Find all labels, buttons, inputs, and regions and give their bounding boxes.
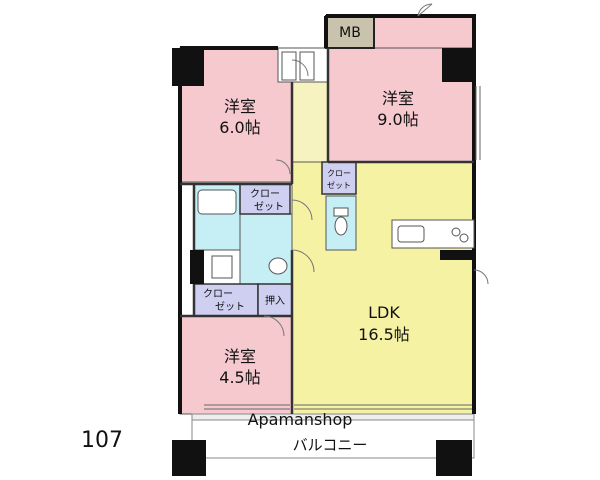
mb-label: MB [339, 25, 361, 41]
toilet-bowl-icon [334, 216, 348, 236]
wash-basin-icon [268, 257, 288, 275]
watermark-text: Apamanshop [248, 410, 353, 429]
ldk-fill [291, 161, 475, 415]
closet-c-line2: ゼット [215, 301, 245, 313]
stove-burner-icon [451, 227, 461, 237]
balcony-label: バルコニー [293, 436, 368, 454]
oshiire-label: 押入 [265, 294, 285, 307]
upper-strip-fill [373, 15, 475, 49]
room-b-name: 洋室 [382, 89, 414, 108]
balcony-rail [191, 413, 475, 421]
stove-burner-icon [459, 233, 469, 243]
oshiire-fill [257, 283, 293, 317]
balcony-fill [191, 413, 475, 459]
closet-b-line2: ゼット [327, 180, 351, 190]
ldk-size: 16.5帖 [358, 325, 410, 344]
closet-b-fill [321, 161, 357, 195]
closet-a-line1: クロー [250, 188, 280, 200]
column-top-right [442, 48, 474, 82]
entrance-doors [281, 51, 315, 81]
closet-a-fill [239, 183, 291, 215]
column-bottom-left [172, 440, 206, 476]
washroom-fill [239, 213, 293, 285]
closet-a-line2: ゼット [254, 201, 284, 213]
closet-c-line1: クロー [203, 288, 233, 300]
room-c-size: 4.5帖 [219, 368, 260, 387]
closet-b-line1: クロー [327, 169, 351, 178]
room-a-size: 6.0帖 [219, 118, 260, 137]
column-mid-right [440, 250, 474, 260]
column-mid-left [190, 250, 204, 284]
kitchen-sink-icon [397, 225, 425, 243]
column-bottom-right [436, 440, 472, 476]
column-top-left [172, 48, 204, 86]
windows [204, 86, 481, 410]
room-b-size: 9.0帖 [377, 110, 418, 129]
outer-walls [178, 14, 476, 414]
closet-c-fill [193, 283, 259, 317]
bathtub-icon [197, 189, 237, 215]
room-a-name: 洋室 [224, 97, 256, 116]
room-c-name: 洋室 [224, 347, 256, 366]
door-swings [263, 3, 489, 337]
unit-number: 107 [81, 428, 123, 453]
toilet-tank-icon [333, 207, 349, 217]
ldk-name: LDK [368, 303, 400, 322]
washing-machine-icon [211, 255, 233, 279]
